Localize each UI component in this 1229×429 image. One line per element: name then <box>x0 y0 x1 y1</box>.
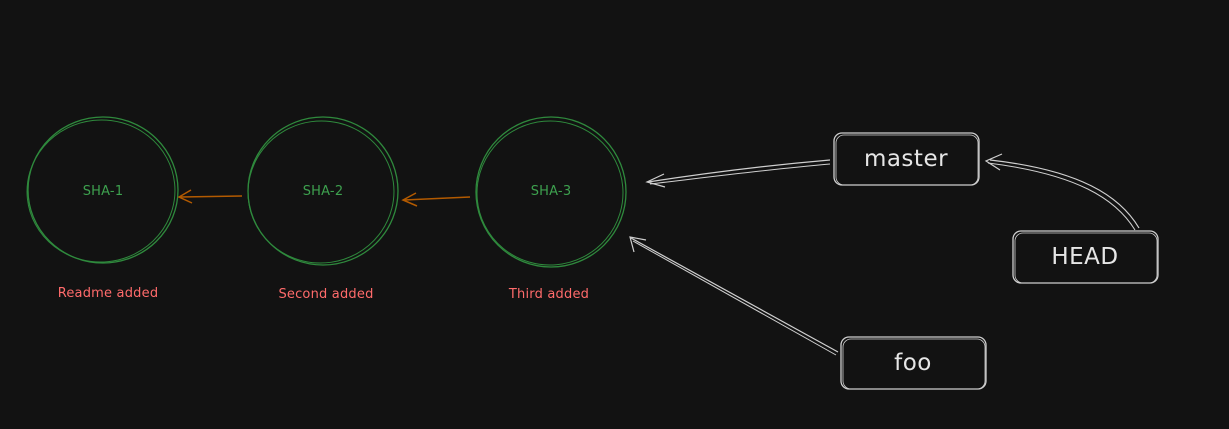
commit-circle-sketch <box>476 120 624 266</box>
commit-circle-sketch <box>247 120 395 264</box>
commit-id-label: SHA-2 <box>303 184 344 199</box>
ref-box-foo: foo <box>840 336 987 390</box>
ref-box-head: HEAD <box>1012 230 1159 284</box>
commit-circle <box>475 116 627 268</box>
commit-id-label: SHA-1 <box>83 184 124 199</box>
parent-arrow-sha2-to-sha1 <box>177 189 243 204</box>
ref-label-foo: foo <box>894 350 932 376</box>
commit-circle-sketch <box>26 119 176 263</box>
commit-message-sha-2: Second added <box>278 287 373 302</box>
parent-arrow-sha3-to-sha2 <box>401 192 471 207</box>
commit-node-sha-1: SHA-1 <box>26 116 179 264</box>
commit-node-sha-2: SHA-2 <box>247 116 399 266</box>
ref-arrow-head-to-master <box>984 153 1140 231</box>
ref-arrow-master-to-sha3 <box>645 159 831 188</box>
ref-arrow-foo-to-sha3 <box>629 236 839 356</box>
ref-label-master: master <box>864 146 948 172</box>
commit-circle <box>27 116 179 264</box>
commit-message-sha-1: Readme added <box>58 286 159 301</box>
commit-id-label: SHA-3 <box>531 184 572 199</box>
ref-label-head: HEAD <box>1051 244 1118 270</box>
ref-box-master: master <box>833 132 980 186</box>
commit-node-sha-3: SHA-3 <box>475 116 627 268</box>
commit-message-sha-3: Third added <box>508 287 589 302</box>
